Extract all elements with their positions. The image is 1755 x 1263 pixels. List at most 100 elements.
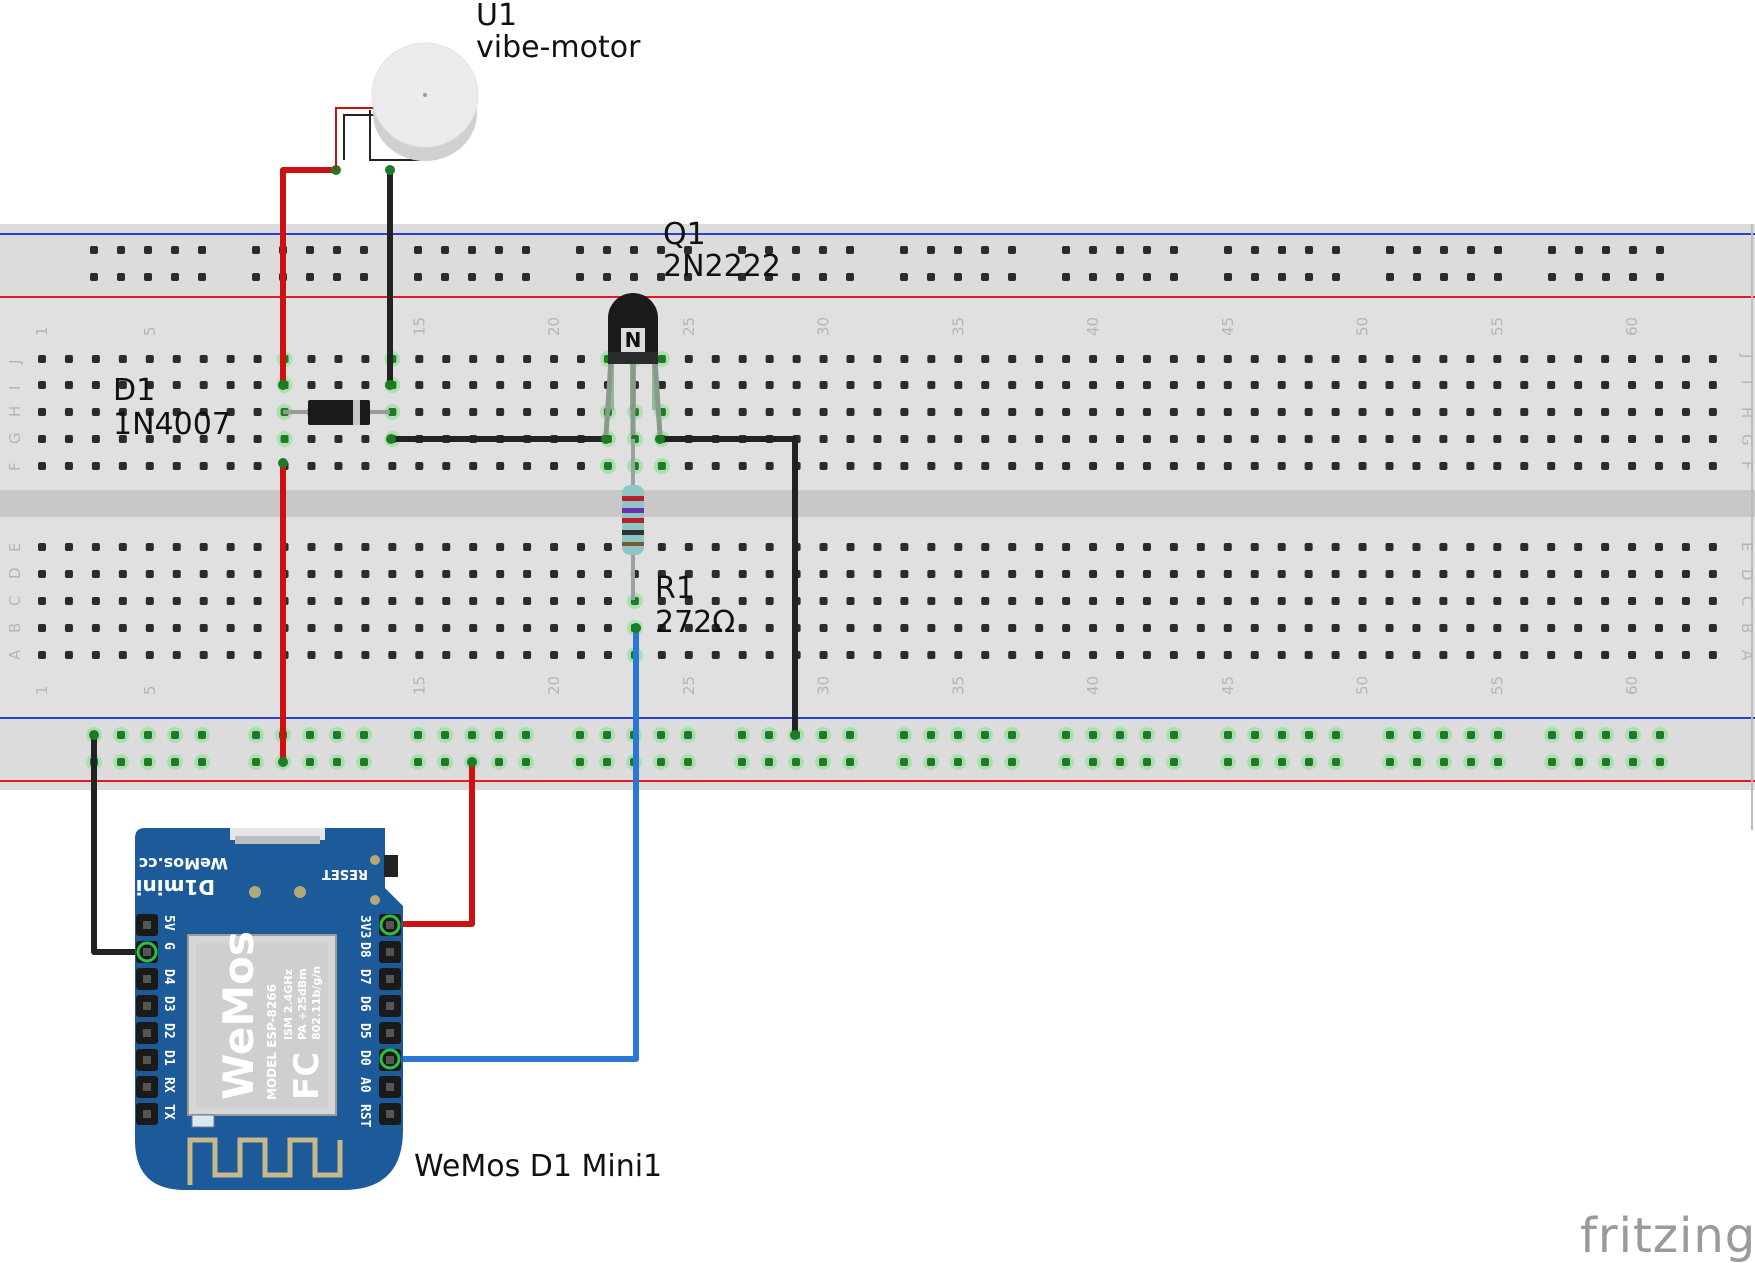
- rail-hole[interactable]: [1116, 273, 1124, 281]
- breadboard-hole[interactable]: [361, 597, 370, 605]
- breadboard-hole[interactable]: [1250, 570, 1259, 578]
- rail-hole[interactable]: [1224, 758, 1232, 766]
- rail-hole[interactable]: [1494, 758, 1502, 766]
- breadboard-hole[interactable]: [1466, 624, 1475, 632]
- breadboard-hole[interactable]: [1169, 462, 1178, 470]
- breadboard-hole[interactable]: [1089, 570, 1098, 578]
- breadboard-hole[interactable]: [1601, 570, 1610, 578]
- breadboard-hole[interactable]: [1628, 597, 1637, 605]
- rail-hole[interactable]: [1305, 731, 1313, 739]
- breadboard-hole[interactable]: [118, 543, 127, 551]
- breadboard-hole[interactable]: [226, 435, 235, 443]
- rail-hole[interactable]: [414, 731, 422, 739]
- breadboard-hole[interactable]: [1358, 543, 1367, 551]
- breadboard-hole[interactable]: [64, 435, 73, 443]
- breadboard-hole[interactable]: [1358, 408, 1367, 416]
- breadboard-hole[interactable]: [1358, 435, 1367, 443]
- breadboard-hole[interactable]: [981, 651, 990, 659]
- breadboard-hole[interactable]: [1089, 355, 1098, 363]
- breadboard-hole[interactable]: [981, 381, 990, 389]
- breadboard-hole[interactable]: [819, 408, 828, 416]
- breadboard-hole[interactable]: [1223, 624, 1232, 632]
- breadboard-hole[interactable]: [657, 597, 666, 605]
- breadboard-hole[interactable]: [1062, 408, 1071, 416]
- breadboard-hole[interactable]: [711, 624, 720, 632]
- breadboard-hole[interactable]: [1250, 543, 1259, 551]
- breadboard-hole[interactable]: [226, 355, 235, 363]
- breadboard-hole[interactable]: [550, 624, 559, 632]
- breadboard-hole[interactable]: [738, 408, 747, 416]
- breadboard-hole[interactable]: [1601, 543, 1610, 551]
- breadboard-hole[interactable]: [1358, 570, 1367, 578]
- breadboard-hole[interactable]: [1385, 408, 1394, 416]
- breadboard-hole[interactable]: [550, 570, 559, 578]
- breadboard-hole[interactable]: [1574, 624, 1583, 632]
- breadboard-hole[interactable]: [1250, 651, 1259, 659]
- breadboard-hole[interactable]: [442, 624, 451, 632]
- breadboard-hole[interactable]: [1628, 462, 1637, 470]
- breadboard-hole[interactable]: [172, 543, 181, 551]
- breadboard-hole[interactable]: [1681, 570, 1690, 578]
- breadboard-hole[interactable]: [118, 624, 127, 632]
- rail-hole[interactable]: [1467, 246, 1475, 254]
- breadboard-hole[interactable]: [226, 570, 235, 578]
- rail-hole[interactable]: [1602, 246, 1610, 254]
- breadboard-hole[interactable]: [981, 543, 990, 551]
- rail-hole[interactable]: [927, 246, 935, 254]
- rail-hole[interactable]: [954, 273, 962, 281]
- breadboard-hole[interactable]: [1547, 355, 1556, 363]
- breadboard-hole[interactable]: [442, 462, 451, 470]
- wire-black-emitter[interactable]: [657, 436, 798, 738]
- rail-hole[interactable]: [603, 246, 611, 254]
- breadboard-hole[interactable]: [873, 624, 882, 632]
- rail-hole[interactable]: [1548, 758, 1556, 766]
- breadboard-hole[interactable]: [684, 597, 693, 605]
- rail-hole[interactable]: [1278, 273, 1286, 281]
- breadboard-hole[interactable]: [388, 462, 397, 470]
- breadboard-hole[interactable]: [388, 570, 397, 578]
- breadboard-hole[interactable]: [873, 381, 882, 389]
- breadboard-hole[interactable]: [577, 624, 585, 632]
- breadboard-hole[interactable]: [1089, 435, 1098, 443]
- rail-hole[interactable]: [1413, 273, 1421, 281]
- rail-hole[interactable]: [144, 758, 152, 766]
- breadboard-hole[interactable]: [1304, 435, 1313, 443]
- rail-hole[interactable]: [900, 246, 908, 254]
- breadboard-hole[interactable]: [550, 543, 559, 551]
- breadboard-hole[interactable]: [1385, 651, 1394, 659]
- rail-hole[interactable]: [738, 246, 746, 254]
- breadboard-hole[interactable]: [1628, 408, 1637, 416]
- breadboard-hole[interactable]: [64, 381, 73, 389]
- breadboard-hole[interactable]: [1655, 597, 1663, 605]
- breadboard-hole[interactable]: [1008, 543, 1017, 551]
- breadboard-hole[interactable]: [981, 624, 990, 632]
- breadboard-hole[interactable]: [1708, 597, 1717, 605]
- breadboard-hole[interactable]: [1250, 624, 1259, 632]
- breadboard-hole[interactable]: [900, 381, 909, 389]
- breadboard-hole[interactable]: [711, 381, 720, 389]
- breadboard-hole[interactable]: [1169, 408, 1178, 416]
- breadboard-hole[interactable]: [388, 597, 397, 605]
- breadboard-hole[interactable]: [1169, 624, 1178, 632]
- breadboard-hole[interactable]: [1520, 624, 1529, 632]
- breadboard-hole[interactable]: [496, 570, 505, 578]
- breadboard-hole[interactable]: [1142, 381, 1151, 389]
- breadboard-hole[interactable]: [846, 408, 855, 416]
- breadboard-hole[interactable]: [711, 462, 720, 470]
- breadboard-hole[interactable]: [415, 597, 424, 605]
- breadboard-hole[interactable]: [1358, 381, 1367, 389]
- breadboard-hole[interactable]: [1062, 355, 1071, 363]
- breadboard-hole[interactable]: [900, 435, 909, 443]
- breadboard-hole[interactable]: [1035, 462, 1044, 470]
- rail-hole[interactable]: [1251, 758, 1259, 766]
- breadboard-hole[interactable]: [334, 462, 343, 470]
- breadboard-hole[interactable]: [1681, 462, 1690, 470]
- breadboard-hole[interactable]: [1681, 597, 1690, 605]
- breadboard-hole[interactable]: [199, 381, 208, 389]
- breadboard-hole[interactable]: [307, 462, 316, 470]
- rail-hole[interactable]: [1224, 246, 1232, 254]
- breadboard-hole[interactable]: [846, 381, 855, 389]
- breadboard-hole[interactable]: [1708, 408, 1717, 416]
- breadboard-hole[interactable]: [765, 543, 774, 551]
- breadboard-hole[interactable]: [1412, 381, 1421, 389]
